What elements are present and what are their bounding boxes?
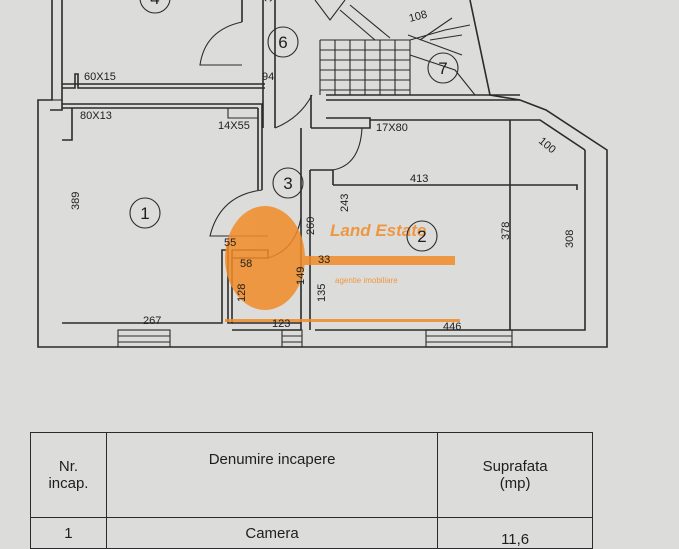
dim-label: 17X80 (376, 122, 408, 134)
staircase (314, 0, 476, 96)
dim-label: 149 (295, 267, 307, 285)
dim-label: 128 (236, 284, 248, 302)
windows (117, 329, 513, 348)
room-number: 6 (278, 33, 287, 52)
header-area-line2: (mp) (499, 475, 531, 492)
interior-walls (62, 0, 586, 331)
dim-label: 267 (143, 315, 161, 327)
room-number: 4 (150, 0, 159, 8)
room-2-label: 2 (406, 220, 438, 252)
legend-header-row: Nr. incap. Denumire incapere Suprafata (… (30, 432, 593, 518)
watermark-logo (225, 206, 305, 310)
room-3-label: 3 (272, 167, 304, 199)
dim-label: 243 (339, 194, 351, 212)
room-6-label: 6 (267, 26, 299, 58)
table-row: 1 Camera 11,6 (30, 517, 593, 549)
room-number: 2 (417, 227, 426, 246)
cell-nr: 1 (30, 517, 107, 549)
room-number: 1 (140, 204, 149, 223)
room-4-label: 4 (139, 0, 171, 14)
dim-label: 60X15 (84, 71, 116, 83)
header-nr-line1: Nr. (58, 458, 79, 475)
dim-label: 446 (443, 321, 461, 333)
watermark: Land Estate agentie imobiliare (225, 206, 460, 322)
dim-label: 378 (500, 222, 512, 240)
dim-label: 308 (564, 230, 576, 248)
header-name-label: Denumire incapere (208, 451, 336, 468)
cell-area: 11,6 (437, 517, 593, 549)
header-name: Denumire incapere (105, 432, 439, 518)
dim-label: 108 (408, 9, 429, 25)
header-area-line1: Suprafata (482, 458, 548, 475)
dim-label: 389 (70, 192, 82, 210)
floor-plan: Land Estate agentie imobiliare 4 6 7 3 1… (37, 0, 608, 348)
room-number: 7 (438, 59, 447, 78)
room-1-label: 1 (129, 197, 161, 229)
watermark-line2: agentie imobiliare (335, 276, 398, 285)
dim-label: 58 (240, 258, 252, 270)
watermark-line1: Land Estate (330, 221, 426, 240)
watermark-bar (300, 256, 455, 265)
dim-label: 135 (316, 284, 328, 302)
dim-label: 14X55 (218, 120, 250, 132)
dim-label: 123 (272, 318, 290, 330)
header-nr-line2: incap. (48, 475, 89, 492)
header-nr: Nr. incap. (30, 432, 107, 518)
dim-label: 33 (318, 254, 330, 266)
dim-label: 94 (262, 71, 274, 83)
room-number: 3 (283, 174, 292, 193)
dim-label: 260 (305, 217, 317, 235)
cell-name: Camera (105, 517, 439, 549)
dim-label: 80X13 (80, 110, 112, 122)
dim-label: 55 (224, 237, 236, 249)
header-area: Suprafata (mp) (437, 432, 593, 518)
dim-label: 32 (263, 0, 275, 2)
room-7-label: 7 (427, 52, 459, 84)
room-legend-table: Nr. incap. Denumire incapere Suprafata (… (30, 432, 593, 549)
watermark-underline (225, 319, 460, 322)
dimension-labels: 60X15 94 80X13 14X55 17X80 100 413 243 2… (70, 0, 576, 333)
outer-walls (37, 0, 608, 348)
dim-label: 100 (536, 135, 558, 156)
dim-label: 413 (410, 173, 428, 185)
room-labels: 4 6 7 3 1 2 (129, 0, 459, 252)
